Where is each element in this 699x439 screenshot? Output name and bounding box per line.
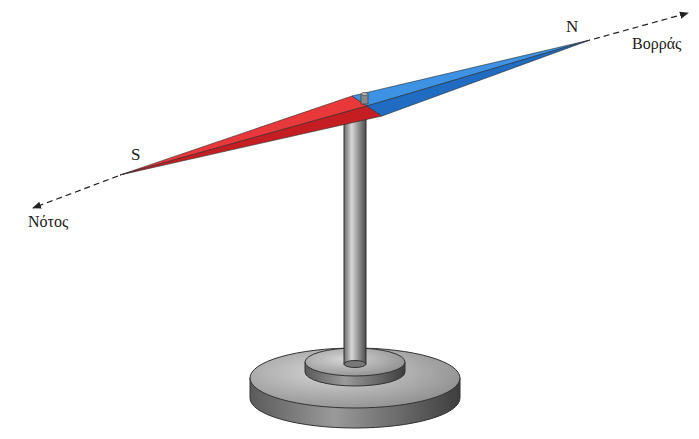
stand-pole bbox=[344, 112, 366, 368]
pivot-cap bbox=[361, 93, 368, 105]
magnetic-needle bbox=[120, 40, 590, 175]
direction-lines bbox=[33, 13, 688, 208]
direction-name: Βορράς bbox=[632, 36, 681, 52]
pole-letter: S bbox=[131, 146, 140, 163]
stand-base bbox=[250, 348, 460, 428]
pole-letter: N bbox=[566, 18, 578, 35]
direction-name: Νότος bbox=[28, 214, 68, 230]
